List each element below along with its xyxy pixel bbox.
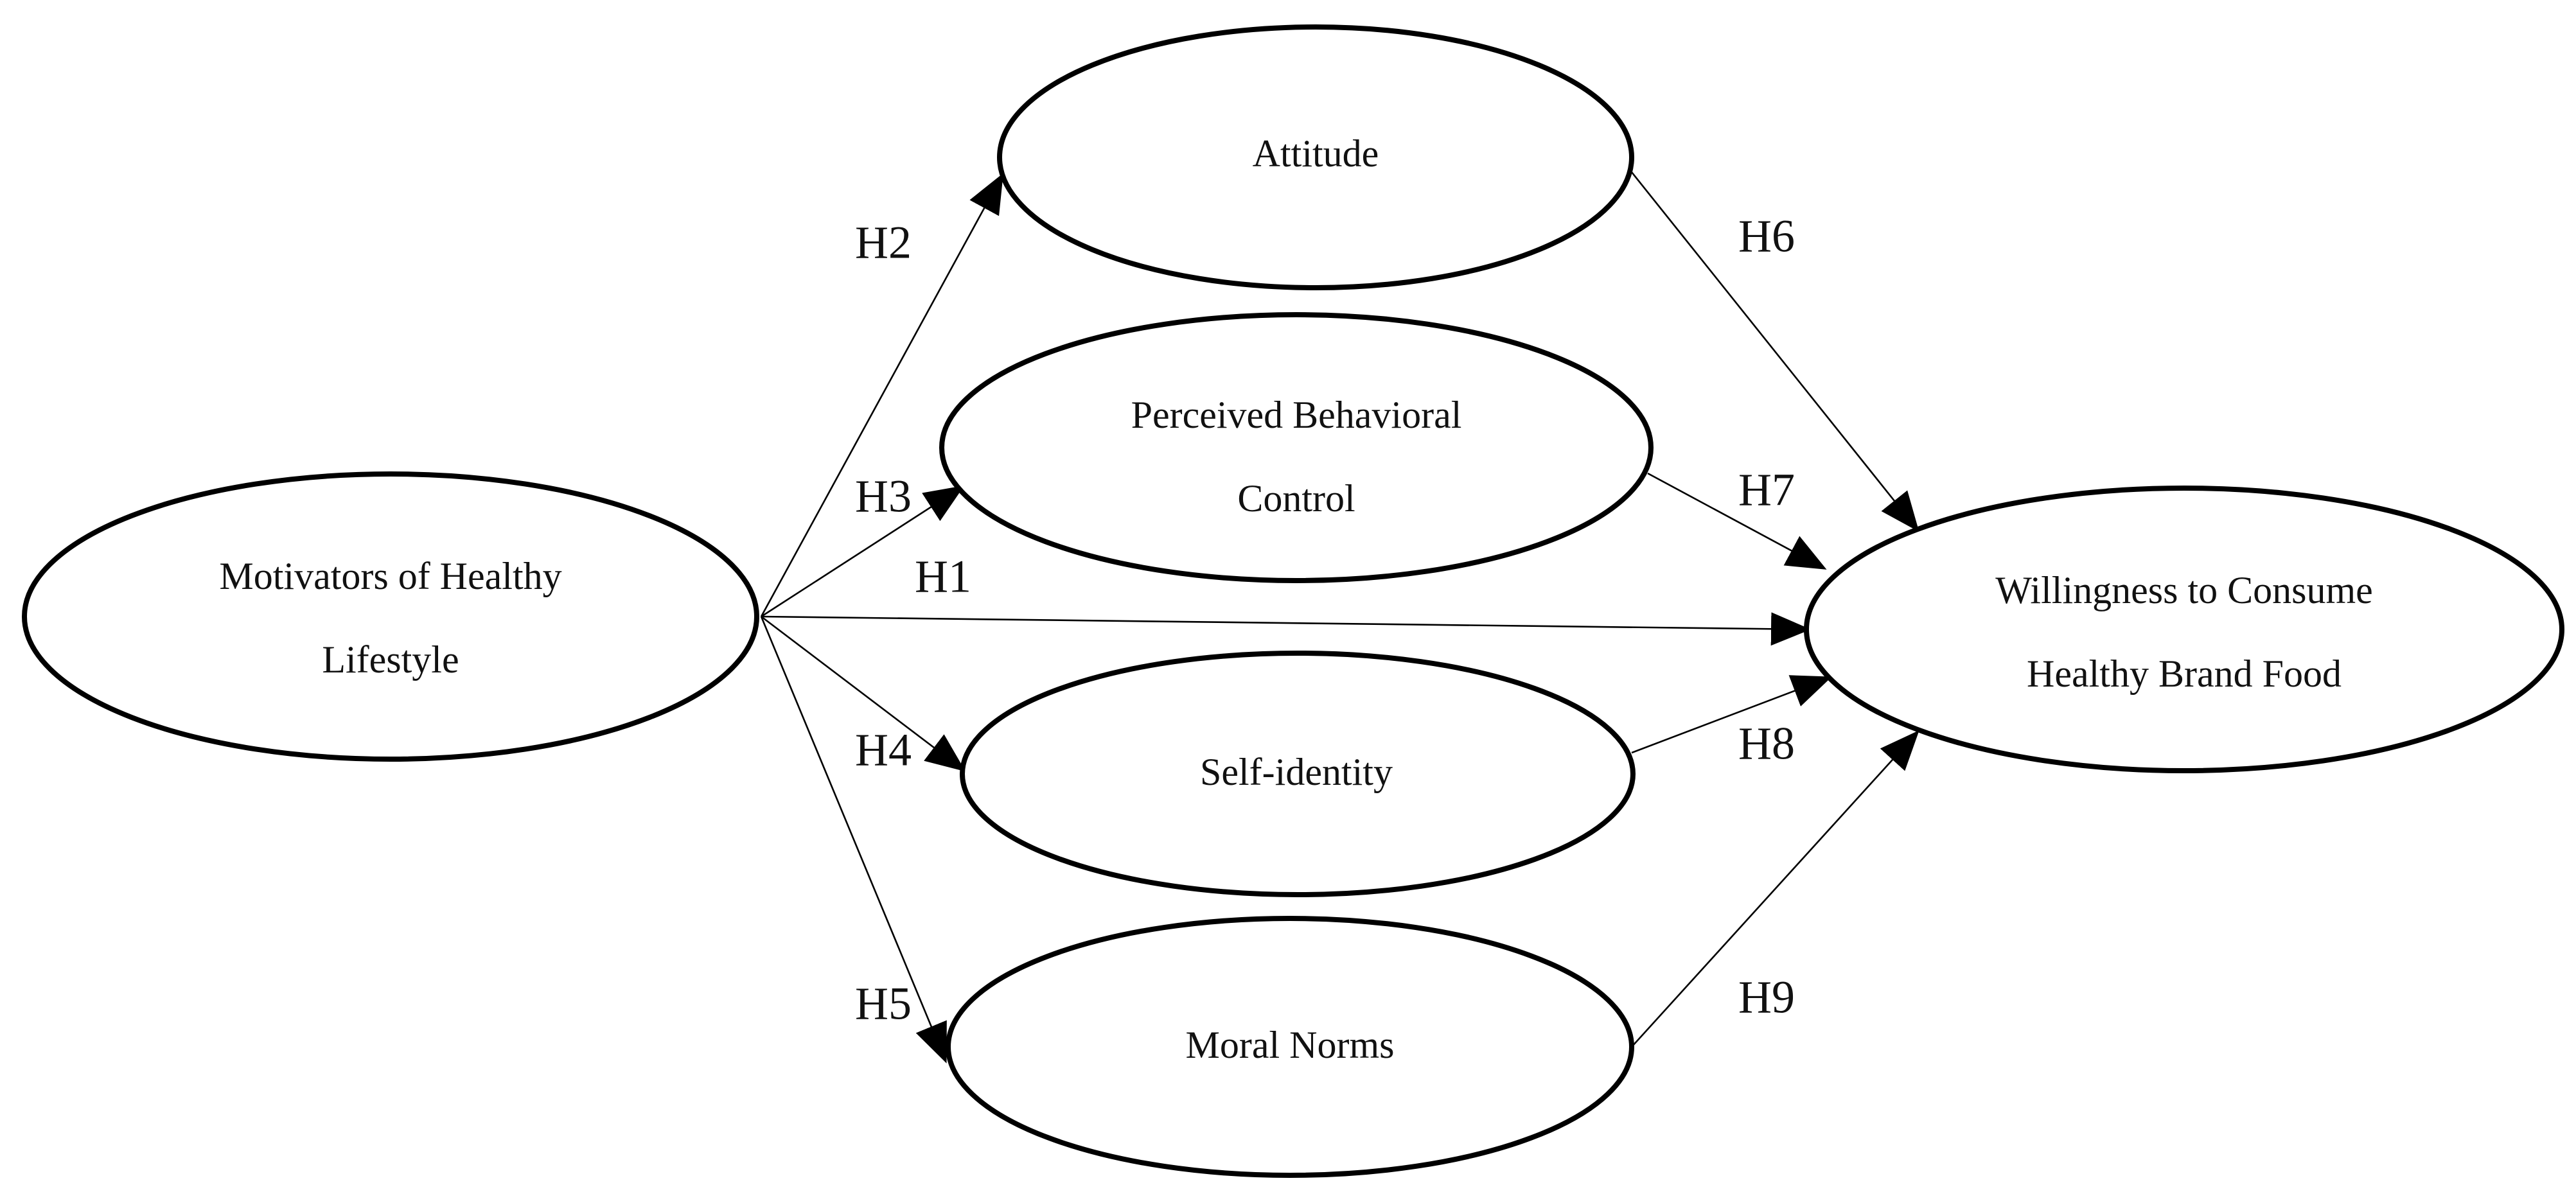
edge-label-h2: H2 xyxy=(855,217,912,268)
node-attitude: Attitude xyxy=(997,24,1634,290)
edge-h4 xyxy=(761,615,966,772)
edge-label-h1: H1 xyxy=(915,551,971,602)
node-motivators-ellipse xyxy=(22,471,759,762)
node-willingness: Willingness to Consume Healthy Brand Foo… xyxy=(1804,486,2564,773)
node-moral-norms-ellipse xyxy=(946,916,1634,1178)
edge-h8 xyxy=(1631,675,1832,754)
edge-h7 xyxy=(1647,472,1827,570)
edge-label-h5: H5 xyxy=(855,978,912,1030)
edge-label-h8: H8 xyxy=(1738,718,1795,769)
node-willingness-label-line1: Willingness to Consume xyxy=(1995,569,2373,611)
node-self-identity-label: Self-identity xyxy=(1200,751,1393,793)
edge-h1 xyxy=(761,612,1811,646)
edge-label-h6: H6 xyxy=(1738,211,1795,262)
edge-h9 xyxy=(1631,730,1919,1048)
node-moral-norms-label: Moral Norms xyxy=(1186,1024,1395,1066)
edges xyxy=(760,171,1919,1064)
node-willingness-label-line2: Healthy Brand Food xyxy=(2027,653,2342,695)
node-pbc-ellipse xyxy=(939,312,1654,583)
node-attitude-label: Attitude xyxy=(1253,132,1379,175)
edge-labels: H1 H2 H3 H4 H5 H6 H7 H8 H9 xyxy=(855,211,1795,1030)
edge-h2 xyxy=(760,173,1003,617)
edge-label-h9: H9 xyxy=(1738,972,1795,1023)
edge-h3 xyxy=(761,485,965,618)
edge-label-h3: H3 xyxy=(855,471,912,522)
node-pbc-label-line2: Control xyxy=(1237,477,1355,520)
node-self-identity-ellipse xyxy=(960,651,1636,897)
node-pbc-label-line1: Perceived Behavioral xyxy=(1131,394,1462,436)
node-motivators-label-line1: Motivators of Healthy xyxy=(219,555,561,597)
node-moral-norms: Moral Norms xyxy=(946,916,1634,1178)
node-self-identity: Self-identity xyxy=(960,651,1636,897)
node-attitude-ellipse xyxy=(997,24,1634,290)
edge-label-h4: H4 xyxy=(855,724,912,776)
node-motivators-label-line2: Lifestyle xyxy=(322,638,459,681)
edge-label-h7: H7 xyxy=(1738,464,1795,516)
edge-h6 xyxy=(1630,171,1919,532)
node-motivators: Motivators of Healthy Lifestyle xyxy=(22,471,759,762)
node-willingness-ellipse xyxy=(1804,486,2564,773)
node-perceived-behavioral-control: Perceived Behavioral Control xyxy=(939,312,1654,583)
edge-h5 xyxy=(760,616,947,1064)
